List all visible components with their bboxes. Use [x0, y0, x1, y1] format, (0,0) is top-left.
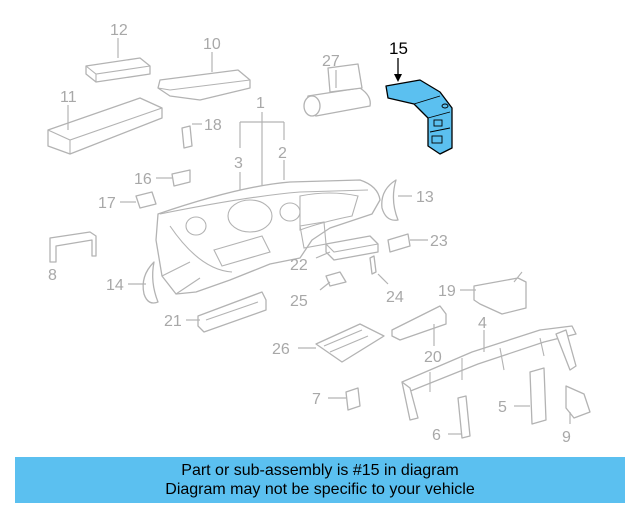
part-25-clip[interactable]	[325, 271, 347, 287]
callout-12: 12	[110, 22, 128, 39]
part-1-instrument-panel[interactable]	[155, 179, 381, 295]
callout-7: 7	[312, 391, 321, 408]
callout-10: 10	[203, 36, 221, 53]
callout-16: 16	[134, 171, 152, 188]
part-23-bracket[interactable]	[387, 233, 411, 253]
callout-21: 21	[164, 313, 182, 330]
part-5-brace[interactable]	[529, 367, 547, 425]
callout-9: 9	[562, 429, 571, 446]
callout-1: 1	[256, 95, 265, 112]
callout-23: 23	[430, 233, 448, 250]
part-16-clip[interactable]	[171, 169, 191, 187]
callout-8: 8	[48, 267, 57, 284]
callout-3: 3	[234, 155, 243, 172]
part-20-bracket[interactable]	[391, 305, 447, 341]
callout-15: 15	[389, 39, 408, 58]
part-9-mount[interactable]	[565, 385, 591, 419]
part-24-strip[interactable]	[369, 255, 377, 275]
part-19-bracket[interactable]	[473, 271, 527, 315]
part-21-lower-panel[interactable]	[197, 291, 267, 333]
callout-25: 25	[290, 293, 308, 310]
callout-5: 5	[498, 399, 507, 416]
part-22-pocket[interactable]	[325, 235, 379, 261]
part-14-end-panel[interactable]	[142, 261, 159, 304]
part-11-long-cover[interactable]	[47, 97, 163, 155]
callout-13: 13	[416, 189, 434, 206]
callout-26: 26	[272, 341, 290, 358]
exploded-parts-diagram: 12 10 11 27 15 18 1 2 3	[47, 22, 591, 446]
callout-20: 20	[424, 349, 442, 366]
part-27-cylinder-unit[interactable]	[303, 63, 371, 117]
info-banner: Part or sub-assembly is #15 in diagram D…	[15, 457, 625, 503]
part-13-side-trim[interactable]	[381, 179, 399, 221]
banner-line-2: Diagram may not be specific to your vehi…	[165, 481, 475, 498]
part-26-support[interactable]	[315, 323, 385, 363]
part-7-clip[interactable]	[345, 387, 361, 411]
callout-17: 17	[98, 195, 116, 212]
callout-22: 22	[290, 257, 308, 274]
banner-line-1: Part or sub-assembly is #15 in diagram	[181, 462, 459, 479]
callout-6: 6	[432, 427, 441, 444]
part-12-lid[interactable]	[85, 57, 151, 83]
part-4-crossbeam[interactable]	[401, 325, 577, 421]
part-15-highlighted-bracket[interactable]	[385, 79, 453, 155]
callout-2: 2	[278, 145, 287, 162]
callout-24: 24	[386, 289, 404, 306]
part-18-fastener[interactable]	[181, 125, 193, 149]
callout-27: 27	[322, 53, 340, 70]
callout-19: 19	[438, 283, 456, 300]
callout-4: 4	[478, 315, 487, 332]
callout-11: 11	[60, 89, 77, 106]
part-10-top-pad[interactable]	[157, 69, 251, 101]
part-6-strut[interactable]	[457, 395, 471, 439]
callout-18: 18	[204, 117, 222, 134]
part-17-bracket[interactable]	[135, 191, 157, 209]
callout-14: 14	[106, 277, 124, 294]
part-8-bracket[interactable]	[49, 231, 97, 263]
